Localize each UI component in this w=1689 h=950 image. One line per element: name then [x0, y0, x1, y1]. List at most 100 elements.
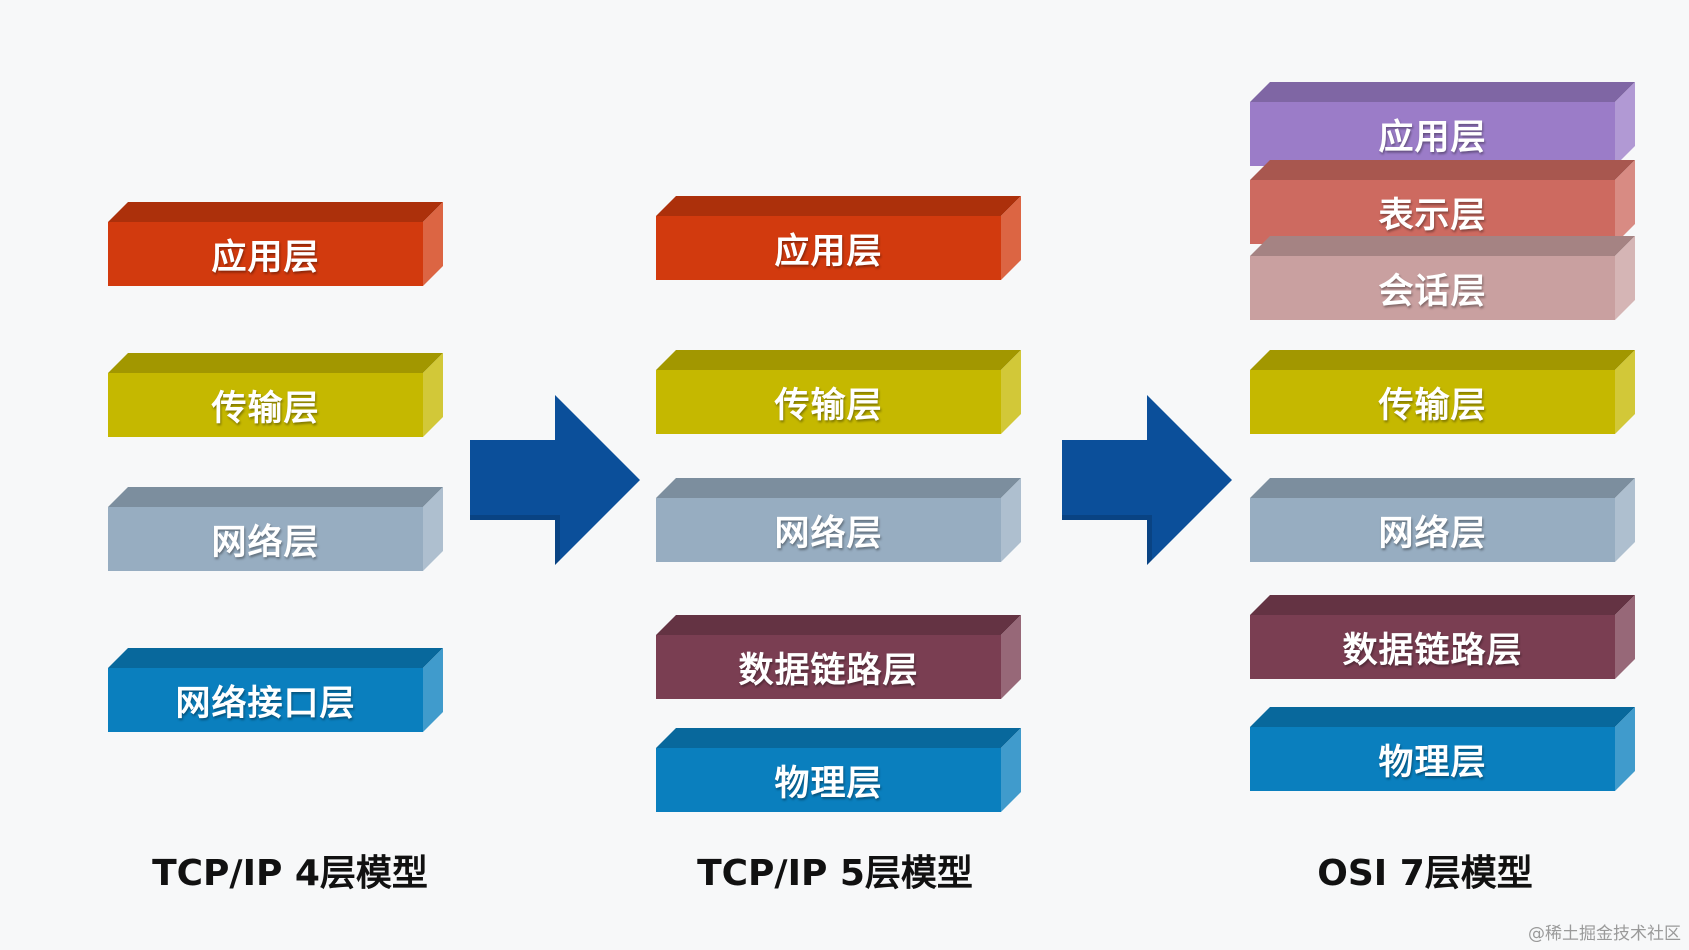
layer-top-face: [1250, 478, 1635, 498]
layer-label: 网络接口层: [175, 683, 356, 724]
layer-front-face: [1250, 256, 1615, 320]
layer-side-face: [1001, 615, 1021, 699]
arrow-right-icon: [1062, 395, 1232, 565]
layer-side-face: [423, 353, 443, 437]
layer-side-face: [1001, 196, 1021, 280]
layer-top-face: [656, 728, 1021, 748]
layer-label: 数据链路层: [1342, 630, 1523, 671]
layer-front-face: [1250, 498, 1615, 562]
layer-front-face: [1250, 102, 1615, 166]
layer-block-shape: [1250, 236, 1635, 320]
layer-label: 网络层: [774, 513, 883, 554]
layer-block-shape: [1250, 707, 1635, 791]
arrow-shape: [470, 395, 640, 565]
layer-front-face: [656, 216, 1001, 280]
layer-front-face: [656, 498, 1001, 562]
layer-label: 会话层: [1378, 271, 1487, 312]
layer-side-face: [1615, 595, 1635, 679]
layer-side-face: [423, 648, 443, 732]
layer-label: 物理层: [1378, 742, 1487, 783]
layer-top-face: [656, 478, 1021, 498]
layer-front-face: [108, 668, 423, 732]
layer-side-face: [1615, 82, 1635, 166]
layer-side-face: [423, 487, 443, 571]
layer-label: 应用层: [1378, 117, 1487, 158]
layer-label: 数据链路层: [738, 650, 919, 691]
layer-label: 传输层: [1378, 385, 1487, 426]
layer-block: 应用层: [1250, 82, 1635, 166]
layer-front-face: [1250, 370, 1615, 434]
caption-osi-7-layer: OSI 7层模型: [1317, 853, 1533, 894]
layer-top-face: [1250, 595, 1635, 615]
layer-block-shape: [108, 353, 443, 437]
layer-block: 会话层: [1250, 236, 1635, 320]
layer-side-face: [1615, 160, 1635, 244]
layer-top-face: [108, 353, 443, 373]
layer-front-face: [108, 507, 423, 571]
arrow-right-icon: [470, 395, 640, 565]
layer-block-shape: [656, 478, 1021, 562]
layer-front-face: [1250, 615, 1615, 679]
layer-block: 网络层: [656, 478, 1021, 562]
layer-side-face: [1001, 478, 1021, 562]
layer-label: 传输层: [211, 388, 320, 429]
layer-top-face: [108, 487, 443, 507]
layer-block: 物理层: [1250, 707, 1635, 791]
layer-side-face: [1615, 478, 1635, 562]
caption-tcpip-5-layer: TCP/IP 5层模型: [697, 853, 973, 894]
layer-block-shape: [656, 196, 1021, 280]
layer-label: 物理层: [774, 763, 883, 804]
layer-side-face: [1615, 236, 1635, 320]
caption-tcpip-4-layer: TCP/IP 4层模型: [152, 853, 428, 894]
layer-label: 网络层: [211, 522, 320, 563]
layer-block: 网络层: [108, 487, 443, 571]
layer-block: 物理层: [656, 728, 1021, 812]
layer-block: 数据链路层: [656, 615, 1021, 699]
layer-block-shape: [656, 728, 1021, 812]
layer-block: 传输层: [108, 353, 443, 437]
layer-block-shape: [108, 648, 443, 732]
layer-label: 应用层: [774, 231, 883, 272]
layer-block-shape: [1250, 82, 1635, 166]
layer-label: 应用层: [211, 237, 320, 278]
layer-top-face: [108, 648, 443, 668]
layer-block: 应用层: [108, 202, 443, 286]
layer-side-face: [1615, 707, 1635, 791]
layer-top-face: [656, 615, 1021, 635]
layer-block-shape: [108, 487, 443, 571]
watermark: @稀土掘金技术社区: [1528, 924, 1681, 944]
layer-side-face: [1615, 350, 1635, 434]
layer-top-face: [1250, 236, 1635, 256]
layer-block: 网络层: [1250, 478, 1635, 562]
layer-top-face: [108, 202, 443, 222]
layer-block: 传输层: [1250, 350, 1635, 434]
layer-front-face: [656, 748, 1001, 812]
layer-block-shape: [108, 202, 443, 286]
layer-block-shape: [1250, 478, 1635, 562]
layer-block: 表示层: [1250, 160, 1635, 244]
arrow-shape: [1062, 395, 1232, 565]
layer-block-shape: [1250, 595, 1635, 679]
layer-top-face: [1250, 350, 1635, 370]
layer-side-face: [1001, 728, 1021, 812]
layer-block-shape: [656, 350, 1021, 434]
layer-front-face: [656, 370, 1001, 434]
layer-front-face: [656, 635, 1001, 699]
layer-top-face: [656, 350, 1021, 370]
layer-top-face: [1250, 160, 1635, 180]
layer-block: 应用层: [656, 196, 1021, 280]
layer-label: 网络层: [1378, 513, 1487, 554]
layer-block: 网络接口层: [108, 648, 443, 732]
layer-block-shape: [1250, 350, 1635, 434]
layer-front-face: [1250, 727, 1615, 791]
layer-block: 数据链路层: [1250, 595, 1635, 679]
layer-top-face: [656, 196, 1021, 216]
layer-label: 传输层: [774, 385, 883, 426]
layer-top-face: [1250, 82, 1635, 102]
layer-front-face: [108, 222, 423, 286]
layer-top-face: [1250, 707, 1635, 727]
layer-label: 表示层: [1378, 195, 1487, 236]
layer-side-face: [1001, 350, 1021, 434]
layer-side-face: [423, 202, 443, 286]
